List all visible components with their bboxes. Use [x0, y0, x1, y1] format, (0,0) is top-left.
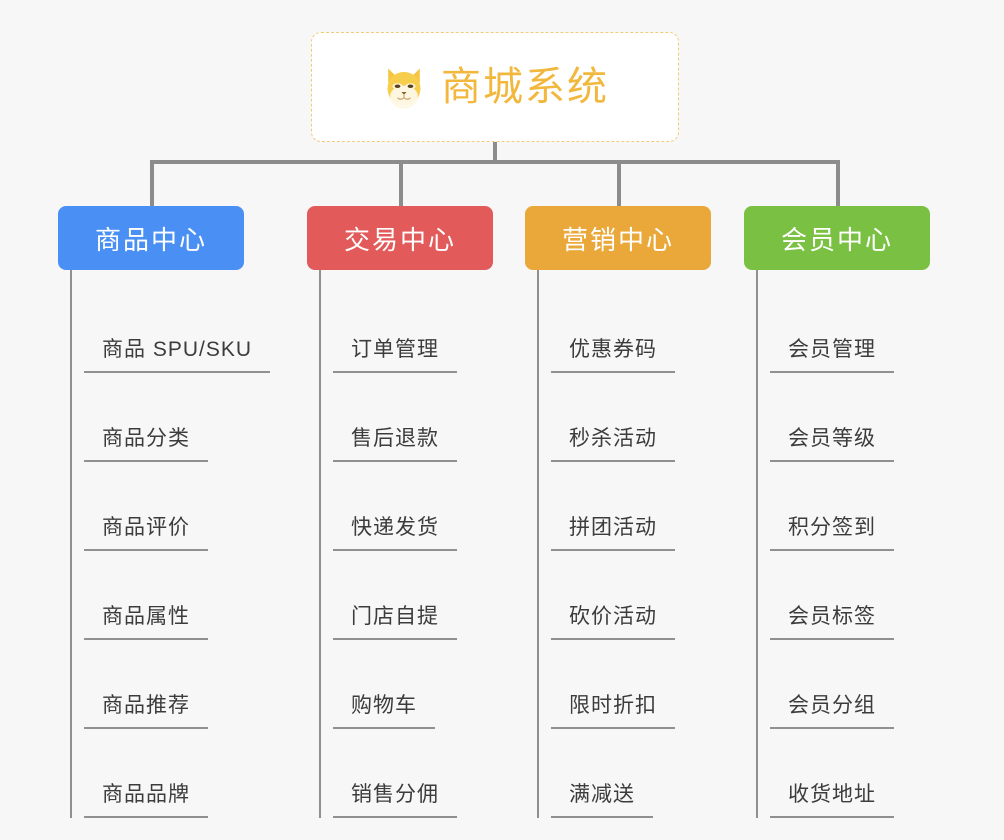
leaf-list-1: 商品 SPU/SKU 商品分类 商品评价 商品属性 商品推荐 商品品牌 [58, 270, 271, 818]
root-node[interactable]: 商城系统 [311, 32, 679, 142]
leaf-item[interactable]: 收货地址 [744, 729, 930, 818]
leaf-label: 秒杀活动 [551, 422, 675, 462]
leaf-item[interactable]: 限时折扣 [525, 640, 711, 729]
leaf-item[interactable]: 商品品牌 [58, 729, 244, 818]
shiba-dog-icon [387, 68, 421, 109]
leaf-spine-3 [537, 270, 539, 818]
leaf-item[interactable]: 快递发货 [307, 462, 493, 551]
leaf-item[interactable]: 订单管理 [307, 284, 493, 373]
leaf-label: 会员等级 [770, 422, 894, 462]
leaf-label: 商品 SPU/SKU [84, 333, 271, 373]
leaf-spine-1 [70, 270, 72, 818]
leaf-label: 拼团活动 [551, 511, 675, 551]
leaf-label: 积分签到 [770, 511, 894, 551]
leaf-label: 门店自提 [333, 600, 457, 640]
leaf-label: 限时折扣 [551, 689, 675, 729]
connector-drop-4 [836, 160, 840, 206]
leaf-item[interactable]: 积分签到 [744, 462, 930, 551]
leaf-item[interactable]: 商品推荐 [58, 640, 244, 729]
leaf-item[interactable]: 销售分佣 [307, 729, 493, 818]
column-product-center: 商品中心 商品 SPU/SKU 商品分类 商品评价 商品属性 商品推荐 商品品牌 [58, 206, 271, 818]
column-member-center: 会员中心 会员管理 会员等级 积分签到 会员标签 会员分组 收货地址 [744, 206, 930, 818]
leaf-item[interactable]: 购物车 [307, 640, 493, 729]
connector-drop-1 [150, 160, 154, 206]
leaf-item[interactable]: 商品分类 [58, 373, 244, 462]
leaf-item[interactable]: 满减送 [525, 729, 711, 818]
leaf-item[interactable]: 会员管理 [744, 284, 930, 373]
leaf-label: 砍价活动 [551, 600, 675, 640]
connector-drop-2 [399, 160, 403, 206]
leaf-label: 订单管理 [333, 333, 457, 373]
column-marketing-center: 营销中心 优惠券码 秒杀活动 拼团活动 砍价活动 限时折扣 满减送 [525, 206, 711, 818]
leaf-item[interactable]: 门店自提 [307, 551, 493, 640]
leaf-item[interactable]: 秒杀活动 [525, 373, 711, 462]
leaf-spine-2 [319, 270, 321, 818]
leaf-item[interactable]: 优惠券码 [525, 284, 711, 373]
leaf-list-3: 优惠券码 秒杀活动 拼团活动 砍价活动 限时折扣 满减送 [525, 270, 711, 818]
leaf-list-2: 订单管理 售后退款 快递发货 门店自提 购物车 销售分佣 [307, 270, 493, 818]
category-title-1: 商品中心 [94, 224, 207, 255]
leaf-item[interactable]: 商品属性 [58, 551, 244, 640]
leaf-item[interactable]: 售后退款 [307, 373, 493, 462]
category-header-2[interactable]: 交易中心 [307, 206, 493, 270]
connector-trunk [493, 142, 497, 162]
category-title-3: 营销中心 [561, 224, 674, 255]
category-header-4[interactable]: 会员中心 [744, 206, 930, 270]
leaf-label: 收货地址 [770, 778, 894, 818]
category-header-3[interactable]: 营销中心 [525, 206, 711, 270]
leaf-item[interactable]: 商品评价 [58, 462, 244, 551]
leaf-spine-4 [756, 270, 758, 818]
category-header-1[interactable]: 商品中心 [58, 206, 244, 270]
root-title: 商城系统 [441, 65, 609, 109]
leaf-label: 商品品牌 [84, 778, 208, 818]
leaf-item[interactable]: 会员标签 [744, 551, 930, 640]
leaf-item[interactable]: 会员等级 [744, 373, 930, 462]
leaf-label: 优惠券码 [551, 333, 675, 373]
leaf-label: 会员标签 [770, 600, 894, 640]
leaf-item[interactable]: 商品 SPU/SKU [58, 284, 271, 373]
leaf-label: 会员分组 [770, 689, 894, 729]
connector-bus [150, 160, 838, 164]
leaf-list-4: 会员管理 会员等级 积分签到 会员标签 会员分组 收货地址 [744, 270, 930, 818]
leaf-label: 会员管理 [770, 333, 894, 373]
leaf-item[interactable]: 会员分组 [744, 640, 930, 729]
leaf-item[interactable]: 砍价活动 [525, 551, 711, 640]
leaf-item[interactable]: 拼团活动 [525, 462, 711, 551]
leaf-label: 商品推荐 [84, 689, 208, 729]
leaf-label: 商品评价 [84, 511, 208, 551]
leaf-label: 售后退款 [333, 422, 457, 462]
category-title-2: 交易中心 [343, 224, 456, 255]
leaf-label: 购物车 [333, 689, 435, 729]
column-trade-center: 交易中心 订单管理 售后退款 快递发货 门店自提 购物车 销售分佣 [307, 206, 493, 818]
leaf-label: 销售分佣 [333, 778, 457, 818]
leaf-label: 满减送 [551, 778, 653, 818]
leaf-label: 商品属性 [84, 600, 208, 640]
leaf-label: 商品分类 [84, 422, 208, 462]
category-title-4: 会员中心 [780, 224, 893, 255]
leaf-label: 快递发货 [333, 511, 457, 551]
connector-drop-3 [617, 160, 621, 206]
